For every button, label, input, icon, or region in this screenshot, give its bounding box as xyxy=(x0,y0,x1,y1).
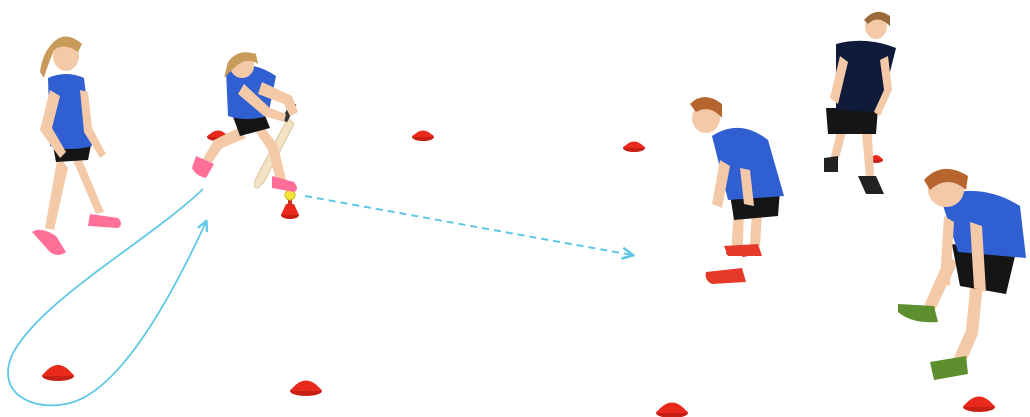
cone-marker xyxy=(290,381,322,397)
batting-tee xyxy=(281,190,299,219)
cones xyxy=(42,131,995,417)
player-girl-standing xyxy=(32,36,121,255)
cone-marker xyxy=(42,365,74,381)
cone-marker xyxy=(656,403,688,417)
player-fielder-back xyxy=(824,12,896,194)
player-batter xyxy=(192,52,298,192)
hit-trajectory-arrow xyxy=(305,196,632,255)
player-fielder-center xyxy=(690,97,784,284)
cone-marker xyxy=(963,397,995,413)
cone-marker xyxy=(412,131,434,142)
player-fielder-right xyxy=(898,169,1026,380)
cone-marker xyxy=(623,142,645,153)
